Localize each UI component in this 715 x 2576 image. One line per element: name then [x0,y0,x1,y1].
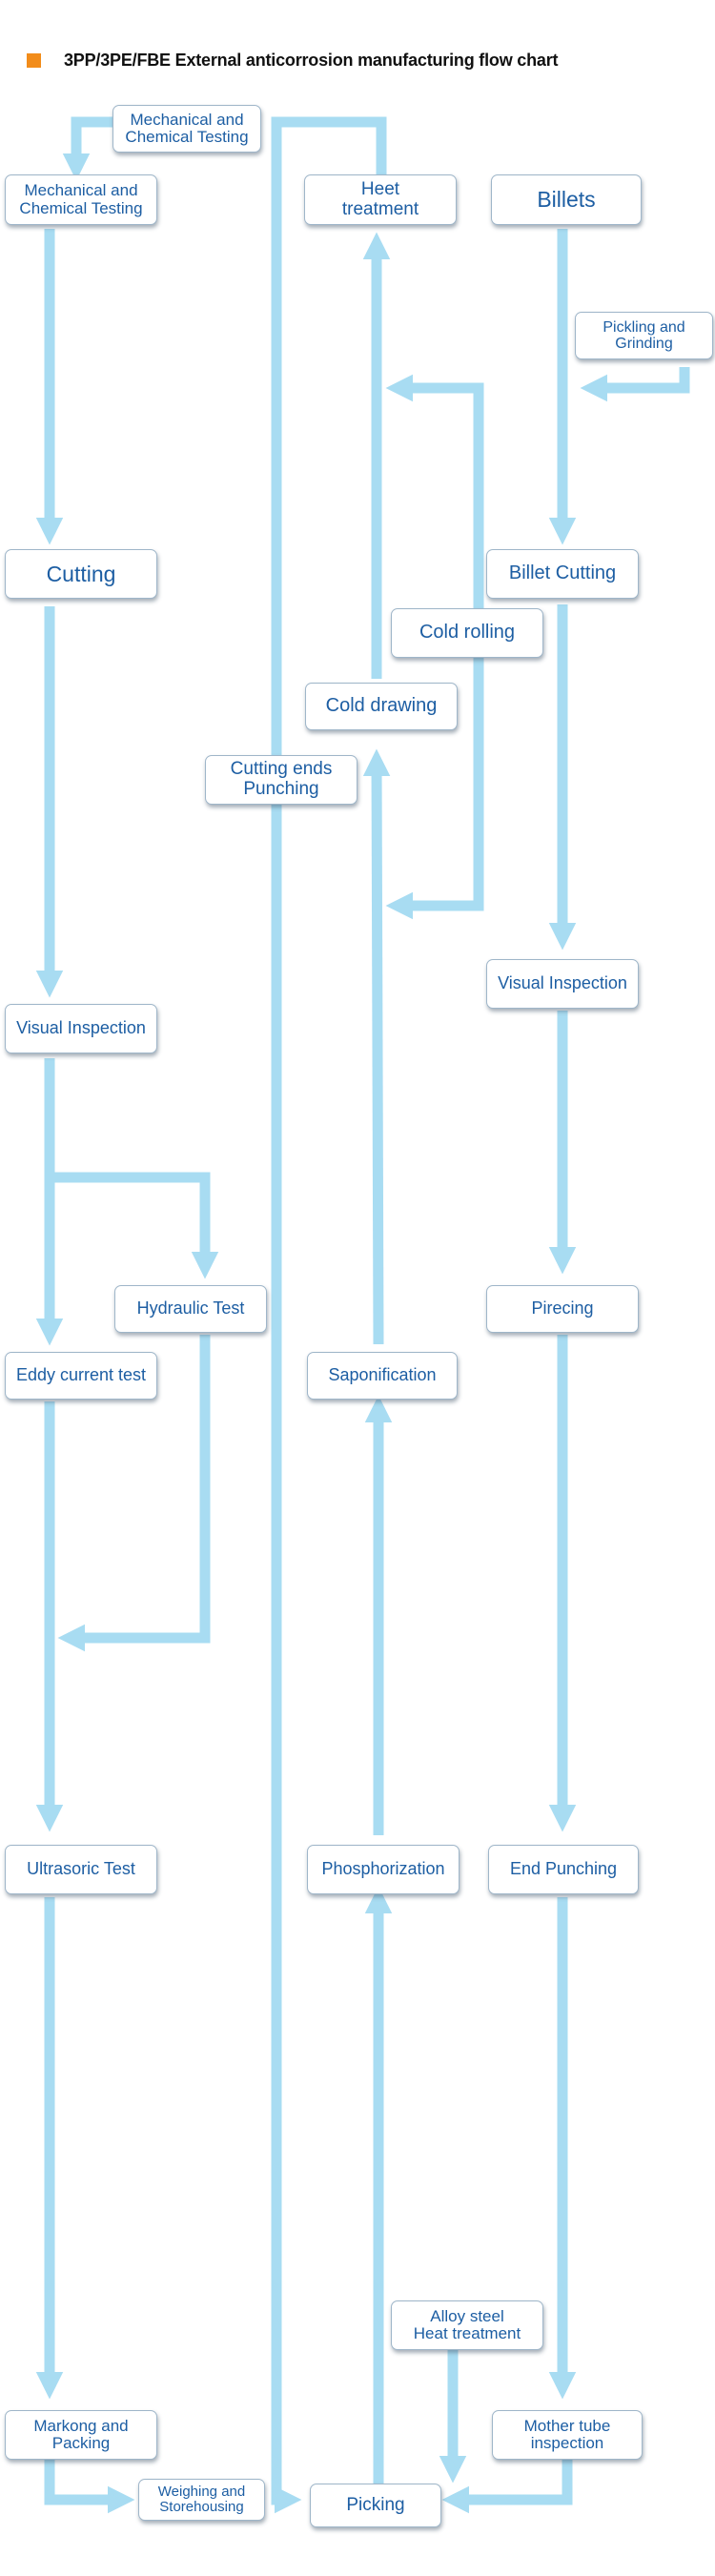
node-ultrasoric-test: Ultrasoric Test [5,1845,157,1894]
arrow-long-central-loop [271,116,387,2514]
node-weighing-storehousing: Weighing and Storehousing [138,2479,265,2521]
node-hydraulic-test: Hydraulic Test [114,1285,267,1333]
node-billets: Billets [491,174,642,225]
chart-title: 3PP/3PE/FBE External anticorrosion manuf… [27,48,559,72]
node-phosphorization: Phosphorization [307,1845,460,1894]
arrow-mct-top-to-mct-left [62,116,112,181]
arrow-branch-to-hydraulic [50,1172,219,1279]
arrow-saponification-to-drawing [362,748,391,1345]
node-heet-treatment: Heet treatment [304,174,457,225]
node-mechanical-testing-left: Mechanical and Chemical Testing [5,174,157,225]
arrow-pickling-return [580,367,690,402]
node-mother-tube-inspection: Mother tube inspection [492,2410,643,2460]
orange-square-icon [27,52,41,68]
node-saponification: Saponification [307,1352,458,1400]
node-markong-packing: Markong and Packing [5,2410,157,2460]
node-visual-inspection-right: Visual Inspection [486,959,639,1009]
node-picking: Picking [310,2484,441,2527]
node-cold-drawing: Cold drawing [305,683,458,730]
arrow-hydraulic-return [57,1335,211,1652]
node-alloy-steel: Alloy steel Heat treatment [391,2300,543,2350]
node-pickling-grinding: Pickling and Grinding [575,312,713,359]
node-cutting: Cutting [5,549,157,599]
node-billet-cutting: Billet Cutting [486,549,639,599]
node-pirecing: Pirecing [486,1285,639,1333]
arrow-marking-to-weighing [44,2452,135,2514]
arrow-rolling-loop-upper [385,374,484,610]
node-end-punching: End Punching [488,1845,639,1894]
node-visual-inspection-left: Visual Inspection [5,1004,157,1053]
node-cold-rolling: Cold rolling [391,608,543,658]
node-mechanical-testing-top: Mechanical and Chemical Testing [112,105,261,153]
chart-title-text: 3PP/3PE/FBE External anticorrosion manuf… [64,50,559,70]
arrow-rolling-loop-lower [385,658,484,920]
arrow-mother-tube-to-picking [441,2452,573,2514]
node-eddy-current-test: Eddy current test [5,1352,157,1400]
node-cutting-ends-punching: Cutting ends Punching [205,755,358,805]
